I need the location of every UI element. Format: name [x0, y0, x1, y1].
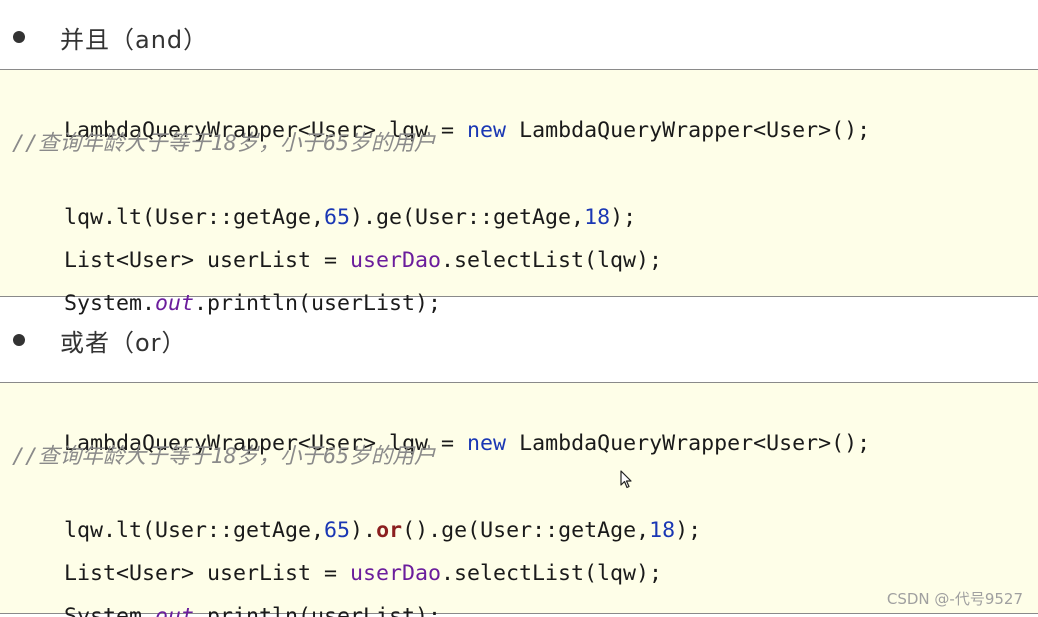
code-line-print: System.out.println(userList);	[12, 572, 441, 617]
code-text: LambdaQueryWrapper<User> lqw =	[64, 118, 468, 143]
code-line-wrapper-declaration: LambdaQueryWrapper<User> lqw = new Lambd…	[12, 86, 870, 143]
code-text: ).	[350, 518, 377, 543]
code-comment: //查询年龄大于等于18岁，小于65岁的用户	[12, 131, 436, 156]
code-text: );	[675, 518, 702, 543]
code-text: .println(userList);	[194, 291, 442, 316]
watermark-text: CSDN @-代号9527	[886, 590, 1023, 608]
number-literal: 65	[324, 205, 351, 230]
mouse-pointer-icon	[620, 470, 632, 489]
code-line-print: System.out.println(userList);	[12, 259, 441, 316]
code-line-condition: lqw.lt(User::getAge,65).or().ge(User::ge…	[12, 486, 701, 543]
static-field-out: out	[155, 604, 195, 617]
code-text: System.	[64, 291, 156, 316]
heading-or-text: 或者（or）	[60, 328, 187, 357]
code-text: .selectList(lqw);	[441, 561, 663, 586]
heading-and-text: 并且（and）	[60, 25, 209, 54]
field-userdao: userDao	[350, 248, 442, 273]
code-text: .println(userList);	[194, 604, 442, 617]
code-text: LambdaQueryWrapper<User> lqw =	[64, 431, 468, 456]
section-heading-or: 或者（or）	[0, 320, 1038, 360]
code-text: LambdaQueryWrapper<User>();	[506, 431, 871, 456]
number-literal: 18	[584, 205, 611, 230]
keyword-new: new	[467, 118, 507, 143]
code-text: .selectList(lqw);	[441, 248, 663, 273]
code-line-select: List<User> userList = userDao.selectList…	[12, 529, 662, 586]
code-text: List<User> userList =	[64, 561, 351, 586]
code-line-wrapper-declaration: LambdaQueryWrapper<User> lqw = new Lambd…	[12, 399, 870, 456]
method-or: or	[376, 518, 403, 543]
code-comment: //查询年龄大于等于18岁，小于65岁的用户	[12, 444, 436, 469]
code-line-condition: lqw.lt(User::getAge,65).ge(User::getAge,…	[12, 173, 636, 230]
static-field-out: out	[155, 291, 195, 316]
section-heading-and: 并且（and）	[0, 17, 1038, 57]
code-text: System.	[64, 604, 156, 617]
field-userdao: userDao	[350, 561, 442, 586]
code-block-and: LambdaQueryWrapper<User> lqw = new Lambd…	[0, 69, 1038, 316]
code-text: ().ge(User::getAge,	[402, 518, 650, 543]
bullet-dot-icon	[13, 334, 25, 346]
code-text: LambdaQueryWrapper<User>();	[506, 118, 871, 143]
number-literal: 65	[324, 518, 351, 543]
number-literal: 18	[649, 518, 676, 543]
code-line-select: List<User> userList = userDao.selectList…	[12, 216, 662, 273]
code-block-or: LambdaQueryWrapper<User> lqw = new Lambd…	[0, 382, 1038, 617]
code-text: );	[610, 205, 637, 230]
code-text: lqw.lt(User::getAge,	[64, 205, 325, 230]
bullet-dot-icon	[13, 31, 25, 43]
code-text: ).ge(User::getAge,	[350, 205, 585, 230]
code-text: lqw.lt(User::getAge,	[64, 518, 325, 543]
keyword-new: new	[467, 431, 507, 456]
code-text: List<User> userList =	[64, 248, 351, 273]
